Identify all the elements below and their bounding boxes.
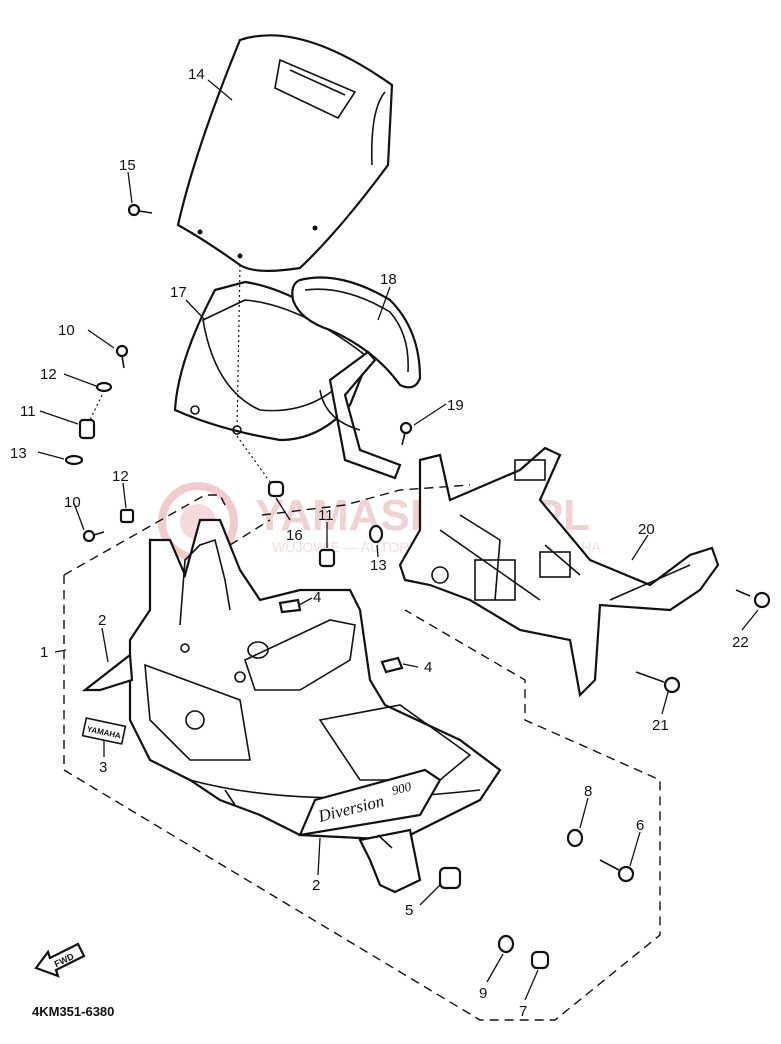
- callout-14: 14: [188, 66, 205, 83]
- frame-bracket: [398, 446, 720, 698]
- callout-22: 22: [732, 634, 749, 651]
- callout-16: 16: [286, 527, 303, 544]
- seal: [291, 276, 422, 389]
- callout-21: 21: [652, 717, 669, 734]
- callout-8: 8: [584, 783, 592, 800]
- windscreen: [176, 34, 394, 272]
- callout-1: 1: [40, 644, 48, 661]
- callout-13-lower: 13: [370, 557, 387, 574]
- callouts: 14 15 17 18 10 12 11 13 19 12 10 16 11 1…: [10, 66, 749, 1020]
- callout-12: 12: [40, 366, 57, 383]
- callout-6: 6: [636, 817, 644, 834]
- callout-4-upper: 4: [313, 589, 321, 606]
- callout-2-left: 2: [98, 612, 106, 629]
- callout-9: 9: [479, 985, 487, 1002]
- callout-20: 20: [638, 521, 655, 538]
- leader-lines: [37, 79, 759, 1001]
- decal-model-num: 900: [390, 779, 413, 798]
- callout-11-lower: 11: [318, 507, 334, 524]
- lower-panel: [358, 828, 422, 894]
- callout-17: 17: [170, 284, 187, 301]
- side-decal: [81, 652, 134, 692]
- main-cowling: [128, 518, 502, 842]
- fwd-arrow: FWD: [34, 942, 86, 978]
- assembly-outline: [63, 484, 661, 1021]
- diagram-code: 4KM351-6380: [32, 1004, 114, 1019]
- callout-2-right: 2: [312, 877, 320, 894]
- callout-13: 13: [10, 445, 27, 462]
- model-decal: Diversion 900: [298, 768, 442, 837]
- callout-15: 15: [119, 157, 136, 174]
- callout-19: 19: [447, 397, 464, 414]
- callout-11: 11: [20, 403, 36, 420]
- callout-7: 7: [519, 1003, 527, 1020]
- callout-4-lower: 4: [424, 659, 432, 676]
- callout-10: 10: [58, 322, 75, 339]
- callout-18: 18: [380, 271, 397, 288]
- brand-emblem: YAMAHA: [81, 717, 127, 745]
- callout-3: 3: [99, 759, 107, 776]
- callout-10-lower: 10: [64, 494, 81, 511]
- stay-bracket: [319, 350, 402, 480]
- callout-12-lower: 12: [112, 468, 129, 485]
- callout-5: 5: [405, 902, 413, 919]
- hardware: [64, 203, 771, 970]
